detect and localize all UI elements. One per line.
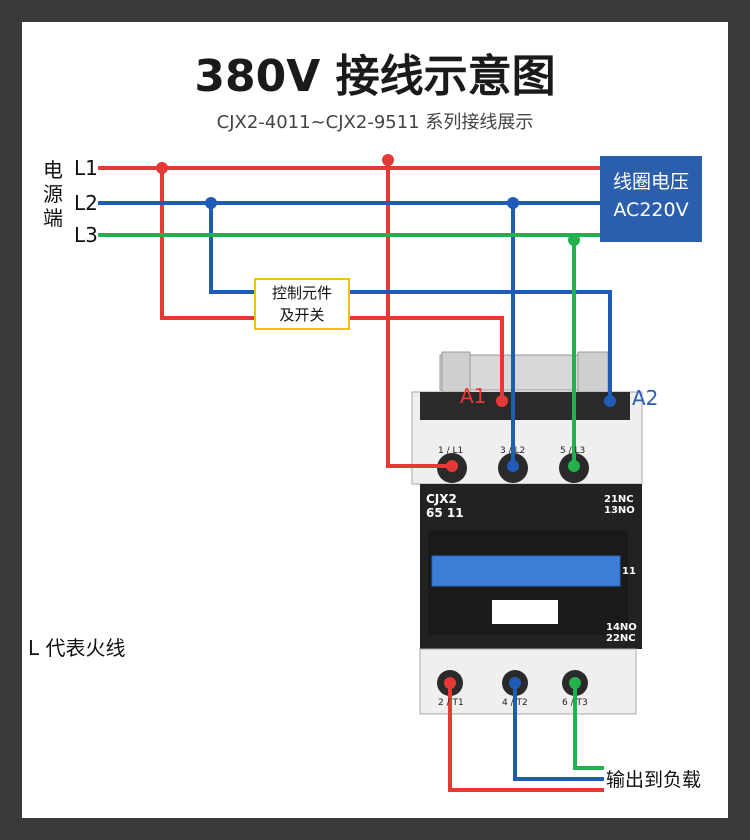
control-element-line2: 及开关: [279, 306, 325, 324]
l2-terminal-wire-end: [507, 460, 519, 472]
input-terminal-l1-label: 1 / L1: [438, 446, 464, 456]
l1-junction-mid: [382, 154, 394, 166]
power-source-label: 电源端: [43, 158, 63, 230]
l2-junction-mid: [507, 197, 519, 209]
output-terminal-t3-label: 6 / T3: [562, 698, 588, 708]
aux-contacts-bottom: 14NO 22NC: [606, 622, 637, 644]
line-label-l2: L2: [74, 191, 98, 215]
aux-contacts-top: 21NC 13NO: [604, 494, 635, 516]
aux-contact-11: 11: [622, 566, 636, 577]
contactor-model: CJX2 65 11: [426, 492, 464, 520]
l1-wire: [98, 160, 604, 792]
control-element-line1: 控制元件: [271, 284, 332, 302]
a1-wire-end: [496, 395, 508, 407]
aux-contact-14no: 14NO: [606, 622, 637, 633]
aux-contact-21nc: 21NC: [604, 494, 634, 505]
bracket-tab-left: [441, 351, 471, 393]
page-subtitle: CJX2-4011~CJX2-9511 系列接线展示: [216, 112, 534, 133]
armature-slider: [431, 555, 621, 587]
contactor-top-cap: [420, 392, 630, 420]
t3-wire-end: [569, 677, 581, 689]
coil-voltage-value: AC220V: [613, 199, 689, 221]
contactor-model-line2: 65 11: [426, 506, 464, 520]
a2-wire-end: [604, 395, 616, 407]
page-title: 380V 接线示意图: [194, 51, 556, 102]
bracket-tab-right: [577, 351, 609, 393]
l2-junction-left: [205, 197, 217, 209]
l3-junction: [568, 234, 580, 246]
coil-voltage-box: 线圈电压 AC220V: [600, 156, 702, 242]
line-label-l3: L3: [74, 223, 98, 247]
control-element-box: 控制元件 及开关: [254, 278, 350, 330]
t2-wire-end: [509, 677, 521, 689]
l3-wire: [98, 233, 604, 770]
line-label-l1: L1: [74, 156, 98, 180]
output-terminal-t2-label: 4 / T2: [502, 698, 528, 708]
input-terminal-l3-label: 5 / L3: [560, 446, 586, 456]
coil-terminal-a1: A1: [460, 384, 487, 408]
l1-terminal-wire-end: [446, 460, 458, 472]
output-load-label: 输出到负载: [606, 769, 702, 791]
legend-note: L 代表火线: [28, 636, 126, 660]
armature-window: [492, 600, 558, 624]
l3-terminal-wire-end: [568, 460, 580, 472]
contactor-model-line1: CJX2: [426, 492, 457, 506]
coil-voltage-title: 线圈电压: [612, 171, 689, 193]
coil-terminal-a2: A2: [632, 386, 659, 410]
t1-wire-end: [444, 677, 456, 689]
aux-contact-22nc: 22NC: [606, 633, 636, 644]
input-terminal-l2-label: 3 / L2: [500, 446, 526, 456]
output-terminal-t1-label: 2 / T1: [438, 698, 464, 708]
aux-contact-13no: 13NO: [604, 505, 635, 516]
l1-junction-left: [156, 162, 168, 174]
